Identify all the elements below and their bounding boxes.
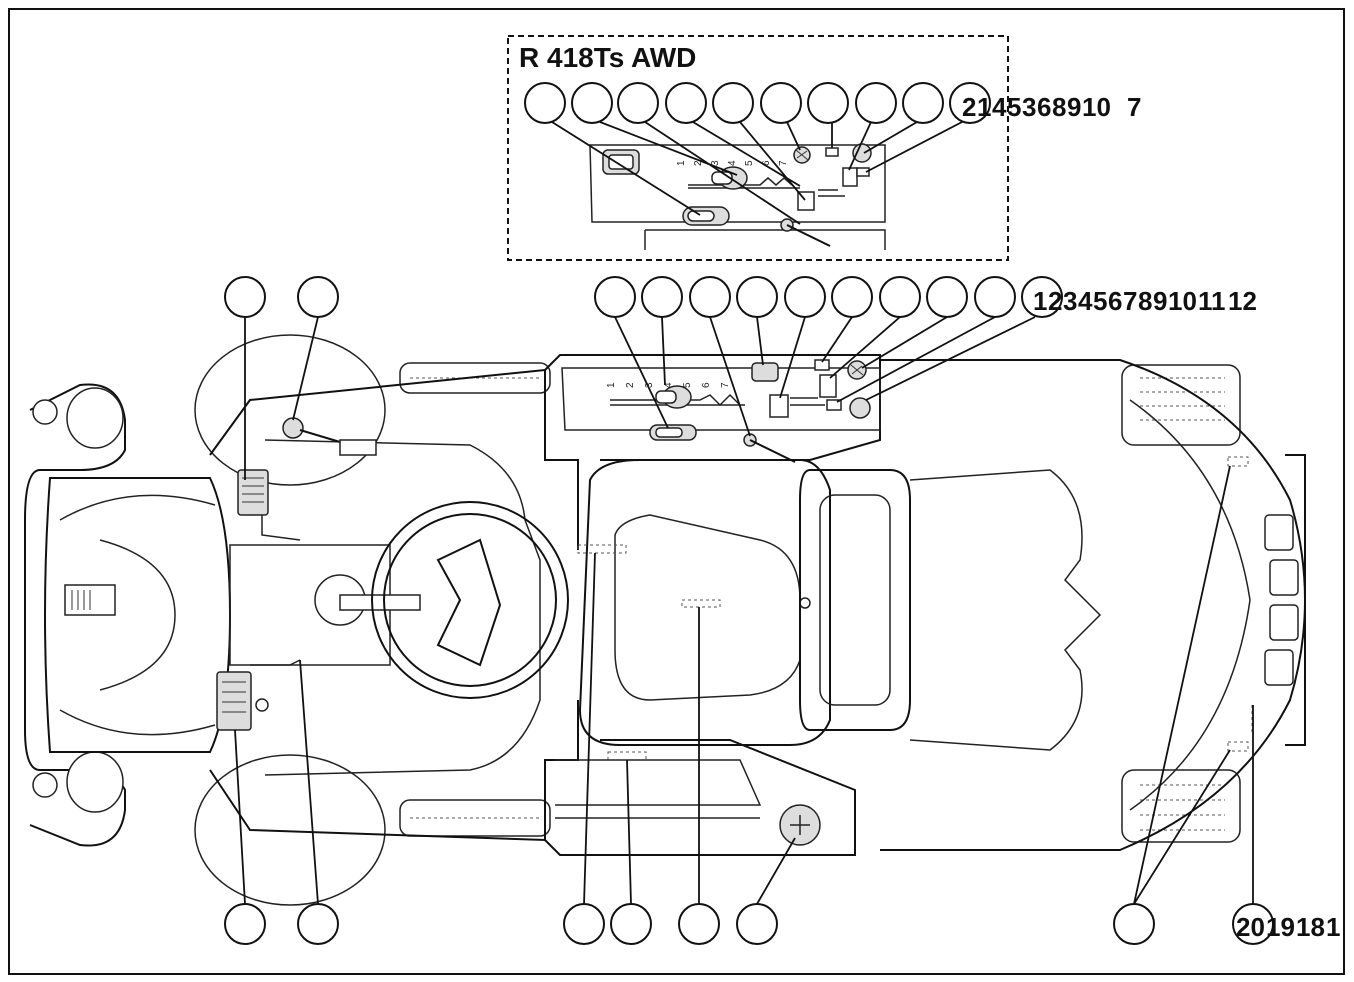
inset-title: R 418Ts AWD	[519, 42, 696, 73]
inset-callout-label-6: 6	[1037, 92, 1051, 122]
main-tick-3: 3	[644, 382, 655, 388]
inset-tick-4: 4	[727, 160, 738, 166]
inset-callout-label-4: 4	[992, 92, 1007, 122]
bottom-callout-label-1: 1	[1326, 912, 1340, 942]
main-tick-5: 5	[682, 382, 693, 388]
top-callout-label-4: 4	[1078, 286, 1093, 316]
main-tick-6: 6	[701, 382, 712, 388]
mower-drawing: 1 2 3 4 5 6 7	[24, 334, 1306, 906]
top-callout-label-1: 1	[1033, 286, 1047, 316]
inset-callout-label-3: 3	[1022, 92, 1036, 122]
inset-tick-6: 6	[761, 160, 772, 166]
inset-callout-label-10: 10	[1082, 92, 1111, 122]
inset-callouts	[524, 82, 991, 225]
inset-tick-5: 5	[744, 160, 755, 166]
main-tick-2: 2	[625, 382, 636, 388]
inset-callout-label-2: 2	[962, 92, 976, 122]
top-callout-label-3: 3	[1063, 286, 1077, 316]
top-callout-label-5: 5	[1093, 286, 1107, 316]
top-callout-label-8: 8	[1138, 286, 1152, 316]
inset-callout-label-8: 8	[1052, 92, 1066, 122]
inset-panel: R 418Ts AWD 1 2 3 4 5 6 7	[507, 35, 1141, 261]
inset-tick-2: 2	[693, 160, 704, 166]
top-callout-label-10: 10	[1168, 286, 1197, 316]
main-gear-scale: 1 2 3 4 5 6 7	[606, 382, 731, 388]
top-callout-label-9: 9	[1153, 286, 1167, 316]
inset-callout-label-1: 1	[977, 92, 991, 122]
inset-callout-label-7: 7	[1127, 92, 1141, 122]
main-tick-7: 7	[720, 382, 731, 388]
top-callout-label-7: 7	[1123, 286, 1137, 316]
top-callout-label-12: 12	[1228, 286, 1257, 316]
inset-callout-label-9: 9	[1067, 92, 1081, 122]
inset-callout-label-5: 5	[1007, 92, 1021, 122]
main-tick-1: 1	[606, 382, 617, 388]
outer-frame	[8, 8, 1345, 975]
bottom-callout-label-19: 19	[1266, 912, 1295, 942]
bottom-callout-label-18: 18	[1296, 912, 1325, 942]
inset-tick-1: 1	[676, 160, 687, 166]
inset-tick-3: 3	[710, 160, 721, 166]
top-callouts	[224, 276, 1063, 480]
top-callout-label-6: 6	[1108, 286, 1122, 316]
main-tick-4: 4	[663, 382, 674, 388]
bottom-callout-label-20: 20	[1236, 912, 1265, 942]
inset-tick-7: 7	[778, 160, 789, 166]
inset-gear-scale: 1 2 3 4 5 6 7	[676, 160, 789, 166]
bottom-callouts	[224, 465, 1274, 945]
top-callout-label-11: 11	[1198, 286, 1226, 316]
top-callout-label-2: 2	[1048, 286, 1062, 316]
